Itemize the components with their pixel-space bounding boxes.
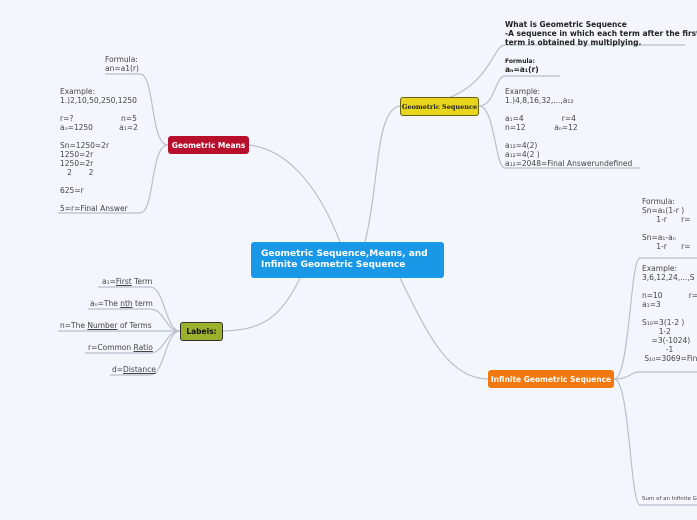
gs-definition: What is Geometric Sequence -A sequence i… [505, 20, 697, 47]
label-item: d=Distance [112, 365, 156, 374]
igs-example: Example: 3,6,12,24,...,S n=10 r= a₁=3 S₁… [642, 264, 697, 363]
label-item: aₙ=The nth term [90, 299, 153, 308]
infinite-geometric-sequence-node[interactable]: Infinite Geometric Sequence [488, 370, 614, 388]
label-item: n=The Number of Terms [60, 321, 152, 330]
igs-formula: Formula: Sn=a₁(1-r ) 1-r r= Sn=a₁-aₙ 1-r… [642, 197, 691, 251]
gs-formula: aₙ=a₁(r) [505, 65, 539, 74]
gm-formula: Formula: an=a1(r) [105, 55, 139, 73]
label-item: r=Common Ratio [88, 343, 153, 352]
geometric-sequence-node[interactable]: Geometric Sequence [400, 97, 479, 116]
igs-sum: Sum of an Infinite G [642, 496, 697, 502]
geometric-means-node[interactable]: Geometric Means [168, 136, 249, 154]
labels-node[interactable]: Labels: [180, 322, 223, 341]
gs-example: Example: 1.)4,8,16,32,...,a₁₂ a₁=4 r=4 n… [505, 87, 633, 168]
gs-formula-label: Formula: [505, 58, 535, 65]
gm-example: Example: 1.)2,10,50,250,1250 r=? n=5 aₙ=… [60, 87, 138, 213]
label-item: a₁=First Term [102, 277, 153, 286]
central-topic[interactable]: Geometric Sequence,Means, and Infinite G… [251, 242, 444, 278]
